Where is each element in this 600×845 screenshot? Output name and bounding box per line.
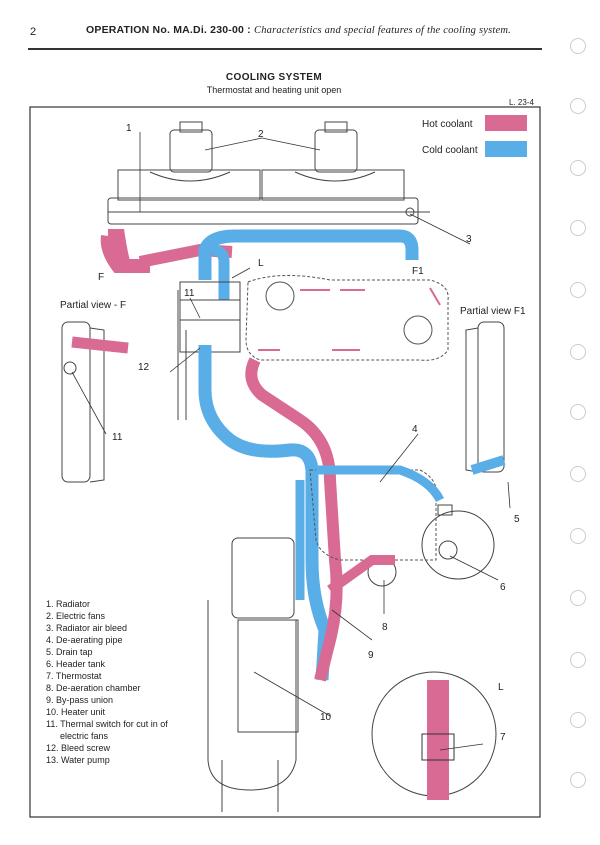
parts-list-item: 12. Bleed screw: [46, 743, 111, 753]
partial-view-f1-cold-pipe: [470, 455, 506, 475]
parts-list-item: 13. Water pump: [46, 755, 110, 765]
partial-view-f-hot-pipe: [71, 336, 129, 354]
diagram-title: COOLING SYSTEM: [225, 72, 323, 83]
parts-list-item: electric fans: [60, 731, 109, 741]
parts-list-item: 11. Thermal switch for cut in of: [46, 719, 168, 729]
callout-7: 7: [500, 732, 506, 743]
water-pump: [177, 281, 241, 420]
bypass-pipe: [327, 555, 395, 595]
callout-12: 12: [138, 362, 150, 373]
binder-holes: [564, 0, 594, 845]
hot-pipe-to-heater: [245, 357, 343, 682]
callout-2: 2: [258, 129, 264, 140]
parts-list-item: 3. Radiator air bleed: [46, 623, 128, 633]
callout-10: 10: [320, 712, 332, 723]
figure-reference: L. 23-4: [509, 98, 534, 107]
engine-flow-arrows: [258, 287, 441, 351]
callout-11-partial: 11: [112, 432, 123, 443]
callout-4: 4: [412, 424, 418, 435]
callout-leaders: [71, 132, 511, 751]
parts-list-item: 9. By-pass union: [46, 695, 114, 705]
callout-8: 8: [382, 622, 388, 633]
view-marker-f1: F1: [412, 266, 424, 277]
cold-coolant-label: Cold coolant: [422, 145, 478, 156]
page-number: 2: [30, 26, 37, 38]
hot-coolant-swatch: [485, 115, 527, 131]
parts-list-item: 6. Header tank: [46, 659, 106, 669]
deaeration-chamber: [309, 469, 438, 561]
partial-view-f-label: Partial view - F: [60, 300, 126, 311]
partial-view-f1-label: Partial view F1: [460, 306, 526, 317]
deaerating-pipe: [316, 465, 445, 503]
parts-list-item: 5. Drain tap: [46, 647, 93, 657]
parts-list-item: 10. Heater unit: [46, 707, 106, 717]
cold-pipe-descending: [198, 345, 332, 681]
parts-list-item: 8. De-aeration chamber: [46, 683, 141, 693]
partial-view-f: [61, 321, 105, 483]
partial-view-f1: [465, 321, 505, 473]
header-rule: [28, 48, 542, 50]
view-marker-f: F: [98, 272, 104, 283]
callout-L: L: [258, 258, 264, 269]
callout-5: 5: [514, 514, 520, 525]
engine-block: [245, 275, 449, 361]
parts-list-item: 1. Radiator: [46, 599, 91, 609]
hot-coolant-label: Hot coolant: [422, 119, 473, 130]
callout-6: 6: [500, 582, 506, 593]
cold-coolant-swatch: [485, 141, 527, 157]
operation-description: Characteristics and special features of …: [254, 25, 511, 36]
cold-pipe-top: [198, 229, 419, 280]
parts-list-item: 2. Electric fans: [46, 611, 106, 621]
radiator: [107, 197, 430, 225]
parts-list: 1. Radiator 2. Electric fans 3. Radiator…: [46, 598, 168, 766]
diagram-subtitle: Thermostat and heating unit open: [206, 85, 342, 95]
header-tank: [421, 504, 495, 580]
parts-list-item: 4. De-aerating pipe: [46, 635, 123, 645]
parts-list-item: 7. Thermostat: [46, 671, 102, 681]
callout-L-detail: L: [498, 682, 504, 693]
operation-number: OPERATION No. MA.Di. 230-00 :: [86, 24, 251, 36]
electric-fans: [117, 121, 405, 201]
callout-1: 1: [126, 123, 132, 134]
callout-3: 3: [466, 234, 472, 245]
diagram-frame: [29, 106, 541, 818]
page-header: OPERATION No. MA.Di. 230-00 : Characteri…: [86, 24, 511, 36]
heater-unit: [207, 537, 299, 812]
callout-9: 9: [368, 650, 374, 661]
callout-11-main: 11: [184, 288, 195, 299]
